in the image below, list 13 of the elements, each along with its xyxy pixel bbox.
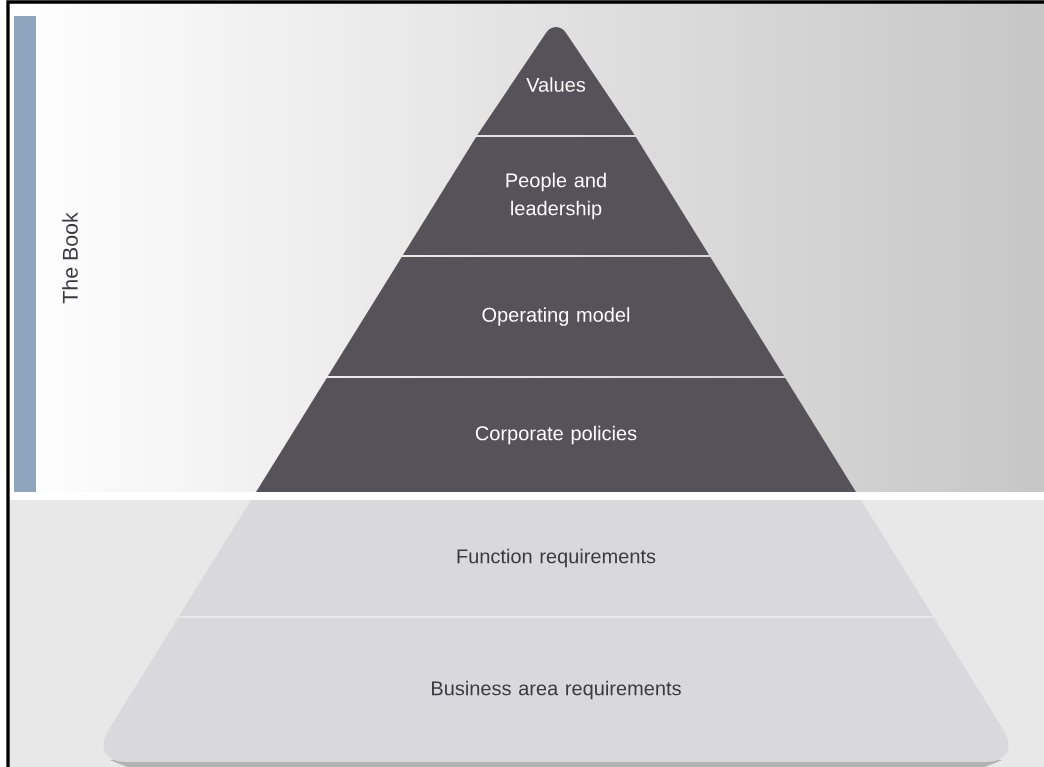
pyramid-layer: Values [477, 27, 635, 135]
pyramid-layer: Operating model [327, 257, 785, 376]
node-label: Operating model [482, 307, 630, 326]
node-label: People and leadership [506, 172, 606, 220]
pyramid-layer: Business area requirements [103, 618, 1009, 762]
node-label: Function requirements [457, 548, 656, 568]
node-label: Business area requirements [432, 680, 681, 700]
pyramid-layer: People and leadership [402, 137, 710, 255]
node-label: Corporate policies [475, 425, 637, 445]
pyramid-layer: Corporate policies [256, 378, 856, 492]
side-bar: The Book [14, 16, 78, 492]
node-label: Values [526, 77, 586, 92]
node-label: The Book [62, 212, 78, 304]
